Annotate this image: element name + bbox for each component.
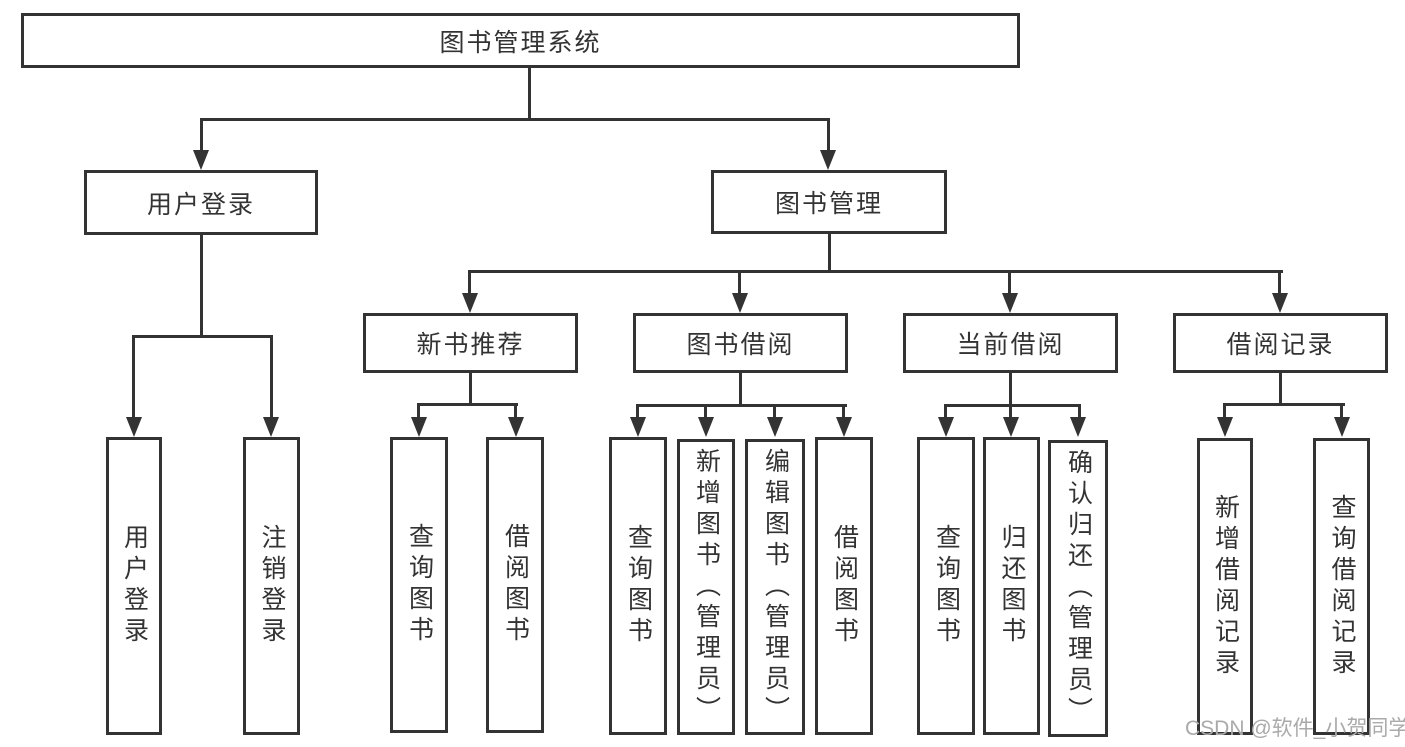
node-br-add-record-label: 新增借阅记录 — [1211, 493, 1240, 680]
arrow-head — [767, 417, 783, 437]
arrow-head — [462, 293, 478, 313]
arrow-head — [126, 417, 142, 437]
connector-root-stem — [528, 68, 531, 121]
arrow-head — [938, 417, 954, 437]
node-root-label: 图书管理系统 — [439, 28, 602, 57]
node-bb-edit-books-admin-label: 编辑图书（管理员） — [761, 447, 790, 727]
connector-logout-drop — [270, 335, 273, 417]
arrow-head — [1217, 417, 1233, 437]
node-book-management-label: 图书管理 — [774, 190, 883, 218]
connector-current-borrow-rail — [944, 404, 1081, 407]
arrow-head — [1002, 293, 1018, 313]
node-root: 图书管理系统 — [21, 13, 1020, 68]
node-borrow-records: 借阅记录 — [1173, 313, 1388, 373]
connector-user-login-drop — [200, 118, 203, 150]
connector-book-borrow-rail — [636, 404, 847, 407]
arrow-head — [1070, 417, 1086, 437]
arrow-head — [1334, 417, 1350, 437]
node-br-add-record: 新增借阅记录 — [1197, 438, 1253, 735]
arrow-head — [1003, 417, 1019, 437]
arrow-head — [820, 150, 836, 170]
connector-new-books-rail — [417, 403, 518, 406]
connector-leaf-drop — [1009, 404, 1012, 417]
node-current-borrow-label: 当前借阅 — [956, 331, 1065, 359]
connector-level2-rail — [200, 118, 830, 121]
arrow-head — [411, 417, 427, 437]
node-user-login: 用户登录 — [84, 170, 318, 235]
node-new-books-label: 新书推荐 — [416, 331, 525, 359]
node-bb-borrow-books-label: 借阅图书 — [830, 524, 859, 648]
connector-leaf-drop — [417, 403, 420, 417]
connector-leaf-drop — [773, 404, 776, 417]
node-br-query-record: 查询借阅记录 — [1313, 438, 1370, 735]
node-cb-return-books-label: 归还图书 — [998, 524, 1026, 648]
node-bb-query-books-label: 查询图书 — [624, 524, 653, 648]
arrow-head — [1272, 293, 1288, 313]
connector-leaf-drop — [1078, 404, 1081, 417]
node-nb-query-books: 查询图书 — [390, 437, 448, 733]
node-cb-confirm-return-admin: 确认归还（管理员） — [1048, 440, 1108, 737]
connector-leaf-drop — [1340, 403, 1343, 417]
node-nb-borrow-books-label: 借阅图书 — [501, 523, 530, 647]
node-logout-label: 注销登录 — [258, 524, 286, 648]
arrow-head — [732, 293, 748, 313]
node-nb-borrow-books: 借阅图书 — [486, 437, 544, 733]
connector-book-borrow-drop — [738, 270, 741, 293]
csdn-watermark: CSDN @软件_小贺同学 — [1185, 717, 1405, 740]
connector-borrow-records-rail — [1223, 403, 1345, 406]
node-br-query-record-label: 查询借阅记录 — [1328, 493, 1356, 680]
connector-book-management-drop — [827, 118, 830, 150]
node-user-login-leaf-label: 用户登录 — [120, 524, 149, 648]
node-book-management: 图书管理 — [711, 170, 947, 234]
connector-user-login-rail — [132, 335, 273, 338]
node-user-login-label: 用户登录 — [146, 190, 255, 219]
connector-current-borrow-stem — [1009, 373, 1012, 407]
connector-current-borrow-drop — [1008, 270, 1011, 293]
connector-leaf-drop — [944, 404, 947, 417]
arrow-head — [263, 417, 279, 437]
arrow-head — [836, 417, 852, 437]
connector-leaf-drop — [514, 403, 517, 417]
connector-book-borrow-stem — [739, 373, 742, 407]
node-bb-edit-books-admin: 编辑图书（管理员） — [745, 439, 805, 735]
node-bb-query-books: 查询图书 — [609, 437, 667, 735]
node-cb-query-books-label: 查询图书 — [932, 524, 961, 648]
node-book-borrow: 图书借阅 — [633, 313, 848, 373]
node-book-borrow-label: 图书借阅 — [686, 331, 795, 359]
node-nb-query-books-label: 查询图书 — [405, 523, 434, 647]
node-current-borrow: 当前借阅 — [903, 313, 1118, 373]
node-borrow-records-label: 借阅记录 — [1226, 331, 1335, 359]
connector-leaf-drop — [1223, 403, 1226, 417]
node-logout: 注销登录 — [243, 437, 300, 735]
connector-borrow-records-drop — [1278, 270, 1281, 293]
arrow-head — [508, 417, 524, 437]
node-bb-borrow-books: 借阅图书 — [815, 437, 873, 735]
connector-new-books-stem — [469, 373, 472, 406]
node-cb-confirm-return-admin-label: 确认归还（管理员） — [1064, 449, 1093, 728]
connector-leaf-drop — [704, 404, 707, 417]
connector-leaf-drop — [842, 404, 845, 417]
connector-book-management-stem — [828, 234, 831, 273]
connector-leaf-drop — [636, 404, 639, 417]
connector-user-login-leaf-drop — [132, 335, 135, 417]
arrow-head — [193, 150, 209, 170]
connector-level3-rail — [468, 270, 1283, 273]
connector-new-books-drop — [468, 270, 471, 293]
arrow-head — [698, 417, 714, 437]
arrow-head — [630, 417, 646, 437]
connector-borrow-records-stem — [1279, 373, 1282, 406]
connector-user-login-stem — [200, 235, 203, 338]
node-bb-add-books-admin-label: 新增图书（管理员） — [692, 447, 721, 727]
node-bb-add-books-admin: 新增图书（管理员） — [677, 439, 735, 735]
node-new-books: 新书推荐 — [363, 313, 578, 373]
node-user-login-leaf: 用户登录 — [106, 437, 162, 735]
node-cb-return-books: 归还图书 — [983, 437, 1040, 735]
node-cb-query-books: 查询图书 — [917, 437, 975, 735]
